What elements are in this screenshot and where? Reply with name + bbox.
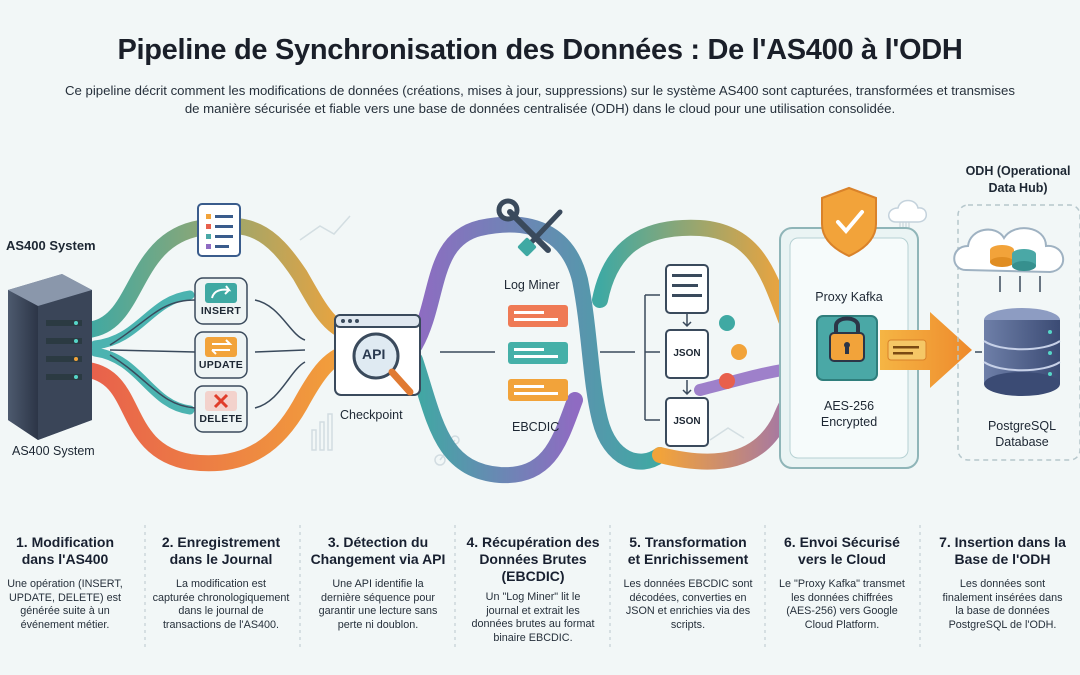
flow-ribbon-lower-left (80, 342, 363, 472)
operation-card-insert (194, 277, 248, 325)
transmission-arrow (880, 312, 972, 388)
flow-ribbon-upper-right (592, 219, 798, 338)
journal-document-icon (197, 203, 241, 257)
step-5: 5. Transformation et Enrichissement Les … (613, 534, 763, 632)
json-documents (644, 264, 747, 447)
odh-label: ODH (Operational Data Hub) (965, 164, 1071, 195)
proxy-kafka-label: Proxy Kafka (815, 290, 883, 304)
database-label: PostgreSQL Database (987, 419, 1057, 449)
encryption-label: AES-256 Encrypted (820, 399, 878, 429)
step-description: Les données sont finalement insérées dan… (942, 578, 1063, 631)
step-description: La modification est capturée chronologiq… (152, 578, 290, 631)
step-title: 7. Insertion dans la Base de l'ODH (939, 534, 1066, 567)
odh-zone (957, 204, 1080, 461)
page-title: Pipeline de Synchronisation des Données … (117, 34, 963, 66)
operation-card-update (194, 331, 248, 379)
guide-arrows-left (109, 299, 635, 409)
step-7: 7. Insertion dans la Base de l'ODH Les d… (925, 534, 1080, 632)
step-title: 4. Récupération des Données Brutes (EBCD… (466, 534, 600, 584)
step-description: Une API identifie la dernière séquence p… (318, 578, 438, 631)
database-icon (983, 308, 1061, 396)
step-description: Une opération (INSERT, UPDATE, DELETE) e… (7, 578, 123, 631)
operation-label-update: UPDATE (198, 359, 244, 371)
step-title: 6. Envoi Sécurisé vers le Cloud (784, 534, 900, 567)
ebcdic-label: EBCDIC (512, 420, 560, 434)
step-title: 1. Modification dans l'AS400 (16, 534, 114, 567)
small-cloud-icon (888, 199, 927, 223)
proxy-kafka-panel (779, 186, 919, 469)
log-miner-label: Log Miner (504, 278, 560, 292)
step-1: 1. Modification dans l'AS400 Une opérati… (0, 534, 140, 632)
step-4: 4. Récupération des Données Brutes (EBCD… (458, 534, 608, 645)
step-3: 3. Détection du Changement via API Une A… (303, 534, 453, 632)
api-window-icon (334, 314, 421, 396)
checkpoint-label: Checkpoint (340, 408, 403, 422)
step-title: 3. Détection du Changement via API (310, 534, 446, 567)
operation-card-delete (194, 385, 248, 433)
as400-bottom-label: AS400 System (12, 444, 95, 458)
step-description: Un "Log Miner" lit le journal et extrait… (471, 591, 595, 644)
operation-label-insert: INSERT (200, 305, 242, 317)
as400-top-label: AS400 System (6, 238, 96, 253)
step-title: 5. Transformation et Enrichissement (627, 534, 749, 567)
json-label-1: JSON (673, 348, 701, 359)
cloud-icon (953, 227, 1065, 292)
page-subtitle: Ce pipeline décrit comment les modificat… (65, 83, 1015, 116)
step-description: Le "Proxy Kafka" transmet les données ch… (779, 578, 905, 631)
api-label: API (362, 346, 386, 362)
operation-label-delete: DELETE (199, 413, 243, 425)
flow-ribbon-api-logminer (407, 216, 668, 470)
step-description: Les données EBCDIC sont décodées, conver… (623, 578, 753, 631)
step-2: 2. Enregistrement dans le Journal La mod… (146, 534, 296, 632)
as400-server-icon (8, 274, 92, 440)
step-6: 6. Envoi Sécurisé vers le Cloud Le "Prox… (767, 534, 917, 632)
json-label-2: JSON (673, 416, 701, 427)
step-title: 2. Enregistrement dans le Journal (161, 534, 281, 567)
wrench-screwdriver-icon (496, 198, 563, 257)
log-miner-records (508, 305, 568, 401)
flow-ribbon-lower-center (407, 352, 583, 484)
